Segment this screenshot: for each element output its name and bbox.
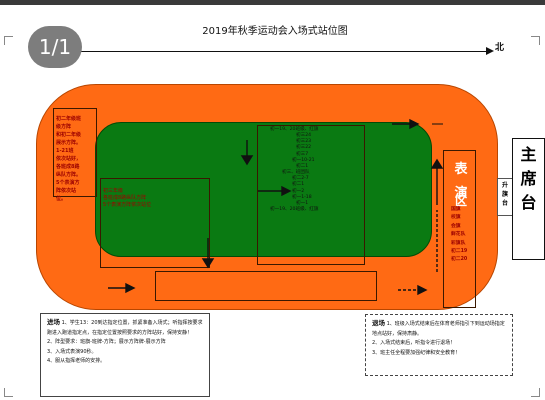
page-counter-badge[interactable]: 1/1 [28, 26, 82, 68]
formation-item: 初三23 [296, 139, 312, 145]
note-line: 位。 [56, 196, 67, 202]
arrow-down-icon [201, 258, 215, 269]
zone-item: 彩旗队 [451, 240, 466, 246]
arrow-right-icon [486, 47, 494, 55]
note-line: 纵队方阵。 [56, 172, 82, 178]
rostrum-char: 席 [520, 169, 537, 188]
exit-line: 2、入场式结束后，听指令进行退场！ [372, 340, 456, 346]
formation-item: 初一19、20班级、红旗 [270, 207, 319, 213]
formation-item: 初一19、20班级、红旗 [270, 127, 319, 132]
note-line: 阵依次站 [56, 188, 77, 194]
entry-line: 1、学生13：20到达指定位置，抓紧准备入场式；听指挥按要求跑进入跑道指定点，在… [47, 320, 203, 336]
arrow-right-icon [417, 284, 428, 296]
performance-zone [443, 150, 476, 308]
perf-char: 表 [454, 162, 468, 177]
north-label: 北 [495, 43, 505, 53]
grade3-line: 各班成8路纵队方阵 [103, 195, 147, 201]
exit-instructions: 退场 1、班级入场式结束后在体育老师指引下到运动场指定地点站好，保持肃静。 2、… [365, 314, 513, 376]
flag-char: 旗 [501, 191, 508, 198]
note-line: 初二年级班 [56, 116, 82, 122]
direction-axis [58, 51, 486, 52]
entry-line: 4、服从指挥老师的安排。 [47, 358, 106, 364]
formation-list: 初一19、20班级、红旗 初三24 初三23 初三22 初三7 初一10-21 … [270, 127, 366, 213]
formation-item: 初一1-18 [292, 194, 312, 200]
note-line: 各班成8路 [56, 164, 80, 170]
formation-item: 初二1 [292, 182, 305, 188]
formation-item: 初一1 [296, 200, 309, 206]
zone-item: 初二19 [451, 249, 468, 255]
arrow-up-icon [430, 158, 444, 169]
entry-line: 3、入场式表演90秒。 [47, 348, 97, 355]
perf-char: 演 [454, 186, 468, 201]
arrow-down-icon [240, 155, 254, 166]
formation-item: 初一2 [292, 188, 305, 194]
rostrum: 主 席 台 [512, 138, 545, 260]
formation-item: 初三、班团队 [282, 170, 310, 176]
arrow-right-icon [409, 118, 420, 130]
formation-zone [257, 125, 365, 265]
corner-mark-tr [531, 36, 540, 45]
entry-heading: 进场 [47, 318, 60, 326]
note-line: 展示方阵。 [56, 140, 82, 146]
grade3-zone [100, 178, 210, 268]
formation-item: 初三24 [296, 133, 312, 139]
grade2-note: 初二年级班 级方阵 和初二年级 展示方阵。 1-21班 依次站好， 各班成8路 … [56, 115, 96, 203]
entry-line: 2、阵型要求：班旗-班牌-方阵；展示方阵牌-展示方阵 [47, 339, 166, 345]
grade3-line: 初三年级 [103, 188, 124, 194]
entry-instructions: 进场 1、学生13：20到达指定位置，抓紧准备入场式；听指挥按要求跑进入跑道指定… [40, 313, 210, 397]
zone-item: 校旗 [451, 215, 461, 221]
note-line: 5个表演方 [56, 180, 80, 186]
rostrum-char: 台 [520, 193, 537, 212]
rostrum-char: 主 [520, 145, 537, 164]
zone-item: 鲜花队 [451, 232, 466, 238]
perf-char: 区 [454, 194, 467, 208]
formation-item: 初三22 [296, 145, 312, 151]
straight-lane-box [155, 271, 377, 301]
grade3-line: 5个表演方阵依次站位 [103, 202, 152, 208]
grade2-zone [53, 108, 97, 197]
corner-mark-br [531, 388, 540, 397]
arrow-right-icon [125, 282, 136, 294]
page-title: 2019年秋季运动会入场式站位图 [202, 26, 348, 37]
note-line: 依次站好， [56, 156, 82, 162]
note-line: 级方阵 [56, 124, 72, 130]
zone-list: 国旗 校旗 会旗 鲜花队 彩旗队 初二19 初二20 [451, 206, 475, 265]
performance-zone-label-2: 区 [447, 195, 475, 207]
zone-item: 国旗 [451, 207, 461, 212]
arrow-right-icon [281, 185, 292, 197]
flag-char: 升 [501, 182, 508, 189]
note-line: 1-21班 [56, 148, 74, 154]
formation-item: 初二2-7 [292, 176, 309, 182]
exit-line: 3、班主任全程要加强纪律和安全教育！ [372, 349, 461, 356]
corner-mark-bl [4, 388, 13, 397]
infield-grass [95, 122, 432, 257]
top-bar [0, 0, 545, 5]
performance-zone-label: 表 演 [447, 158, 475, 206]
formation-item: 初一10-21 [292, 157, 315, 163]
zone-item: 会旗 [451, 223, 461, 229]
flag-char: 台 [501, 200, 508, 207]
formation-item: 初二1 [296, 163, 309, 169]
zone-item: 初二20 [451, 257, 468, 263]
formation-item: 初三7 [296, 151, 309, 157]
corner-mark-tl [4, 36, 13, 45]
exit-line: 1、班级入场式结束后在体育老师指引下到运动场指定地点站好，保持肃静。 [372, 321, 505, 337]
exit-heading: 退场 [372, 319, 385, 327]
note-line: 和初二年级 [56, 132, 82, 138]
grade3-label: 初三年级 各班成8路纵队方阵 5个表演方阵依次站位 [103, 188, 207, 209]
